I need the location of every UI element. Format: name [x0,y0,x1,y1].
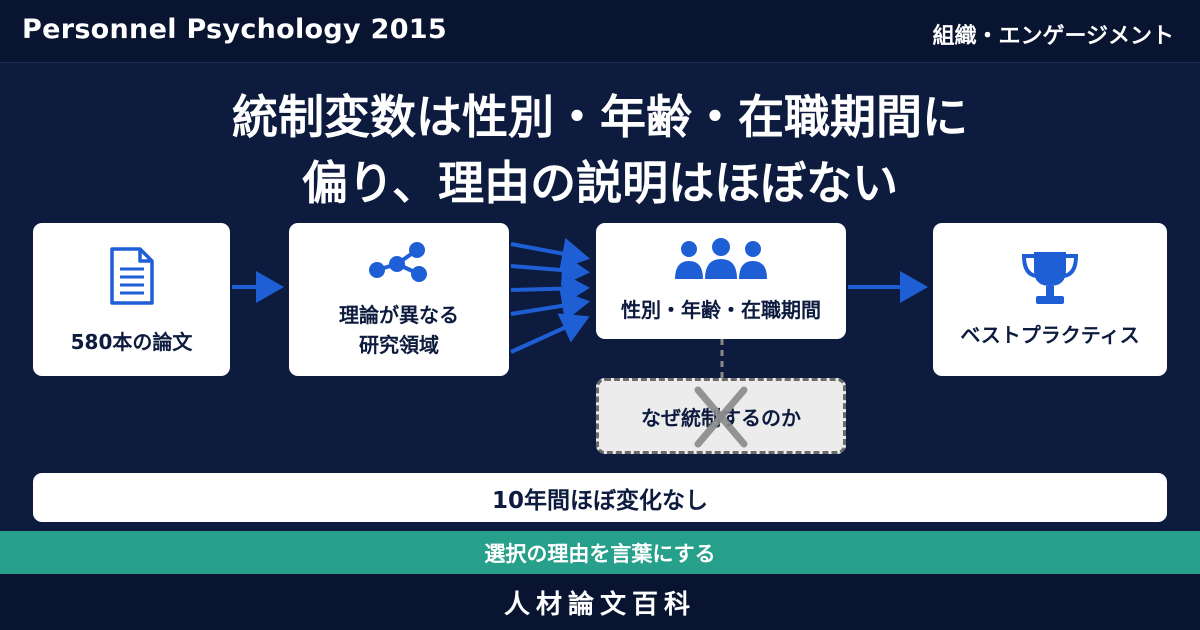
best-practice-card: ベストプラクティス [933,223,1167,376]
headline-line-2: 偏り、理由の説明はほぼない [301,156,899,210]
papers-label: 580本の論文 [70,329,193,354]
papers-card: 580本の論文 [33,223,230,376]
journal-name: Personnel Psychology 2015 [22,14,447,45]
document-icon [108,246,156,309]
arrow-fields-to-controls-2 [510,254,590,287]
arrow-fields-to-controls-1 [510,237,590,270]
headline-line-1: 統制変数は性別・年齢・在職期間に [232,90,968,144]
advice-text: 選択の理由を言葉にする [484,541,716,566]
network-icon [367,240,431,288]
control-variables-label: 性別・年齢・在職期間 [621,298,821,322]
research-fields-card: 理論が異なる 研究領域 [289,223,509,376]
people-icon [673,237,769,285]
control-variables-card: 性別・年齢・在職期間 [596,223,846,339]
headline: 統制変数は性別・年齢・在職期間に 偏り、理由の説明はほぼない [0,84,1200,216]
advice-bar: 選択の理由を言葉にする [0,531,1200,574]
summary-text: 10年間ほぼ変化なし [491,487,708,514]
trophy-icon [1020,250,1080,310]
best-practice-label: ベストプラクティス [960,322,1140,347]
top-bar: Personnel Psychology 2015 組織・エンゲージメント [0,0,1200,63]
dashed-connector [720,339,724,379]
research-fields-label-line-2: 研究領域 [359,332,439,357]
category-label: 組織・エンゲージメント [932,24,1174,49]
cross-icon [694,386,748,448]
footer-brand: 人材論文百科 [503,589,696,620]
footer-bar: 人材論文百科 [0,574,1200,630]
arrow-fields-to-controls-4 [510,289,590,322]
arrow-fields-to-controls-3 [510,272,590,305]
research-fields-label-line-1: 理論が異なる [339,302,459,327]
arrow-fields-to-controls-5 [510,313,590,354]
summary-bar: 10年間ほぼ変化なし [33,473,1167,522]
